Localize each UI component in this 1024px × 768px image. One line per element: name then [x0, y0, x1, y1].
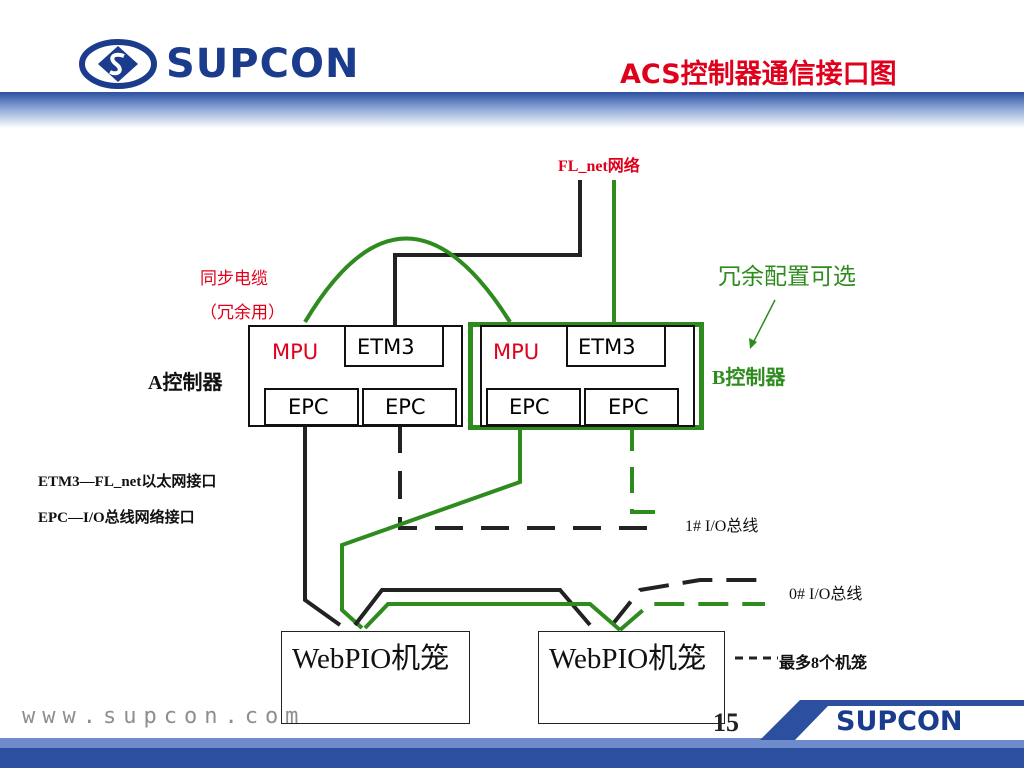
- flnet-black-line: [393, 180, 582, 325]
- controller-a-etm-box: [344, 325, 444, 367]
- bus1-label: 1# I/O总线: [685, 518, 759, 535]
- supcon-logo: SUPCON: [78, 36, 359, 92]
- a-epc-left-line: [303, 425, 342, 627]
- controller-a-epc-left-box: [264, 388, 359, 426]
- controller-b-etm-box: [566, 325, 666, 367]
- controller-b-epc-right: EPC: [608, 395, 649, 419]
- controller-a-label: A控制器: [148, 372, 223, 394]
- slide-title: ACS控制器通信接口图: [620, 59, 897, 90]
- rack-chain-green: [363, 602, 622, 632]
- redundant-note: 冗余配置可选: [718, 264, 856, 289]
- max-racks-label: 最多8个机笼: [779, 655, 868, 672]
- header-band: [0, 92, 1024, 128]
- sync-cable-label: 同步电缆: [200, 269, 268, 288]
- rack-chain-green-out: [618, 602, 765, 632]
- controller-b-mpu: MPU: [493, 340, 540, 364]
- controller-b-label: B控制器: [712, 367, 786, 389]
- bus0-label: 0# I/O总线: [789, 586, 863, 603]
- controller-b-epc-left: EPC: [509, 395, 550, 419]
- legend-epc: EPC—I/O总线网络接口: [38, 510, 195, 526]
- sync-cable-arc: [303, 236, 512, 324]
- footer-swoosh: [760, 700, 1024, 740]
- redundant-pointer-line: [751, 299, 776, 346]
- controller-a-mpu: MPU: [272, 340, 319, 364]
- controller-a-epc-left: EPC: [288, 395, 329, 419]
- sync-cable-note: （冗余用）: [200, 303, 285, 322]
- legend-etm: ETM3—FL_net以太网接口: [38, 474, 217, 490]
- footer-band: [0, 738, 1024, 768]
- supcon-emblem-icon: [79, 39, 157, 89]
- rack-chain-black: [353, 588, 592, 627]
- a-epc-right-dashed: [398, 425, 665, 530]
- webpio-rack-1: WebPIO机笼: [281, 631, 470, 724]
- controller-b-epc-right-box: [584, 388, 679, 426]
- controller-a-epc-right-box: [362, 388, 457, 426]
- logo-text: SUPCON: [166, 41, 360, 87]
- footer-logo-text: SUPCON: [836, 706, 963, 737]
- network-label: FL_net网络: [558, 158, 640, 175]
- page-number: 15: [713, 708, 739, 737]
- controller-b-epc-left-box: [486, 388, 581, 426]
- controller-a-etm: ETM3: [357, 335, 415, 359]
- footer-url: www.supcon.com: [22, 704, 306, 729]
- rack-chain-black-out: [610, 578, 765, 627]
- controller-a-epc-right: EPC: [385, 395, 426, 419]
- controller-b-etm: ETM3: [578, 335, 636, 359]
- b-epc-left-line: [340, 425, 522, 630]
- webpio-rack-2: WebPIO机笼: [538, 631, 725, 724]
- b-epc-right-dashed: [630, 425, 665, 514]
